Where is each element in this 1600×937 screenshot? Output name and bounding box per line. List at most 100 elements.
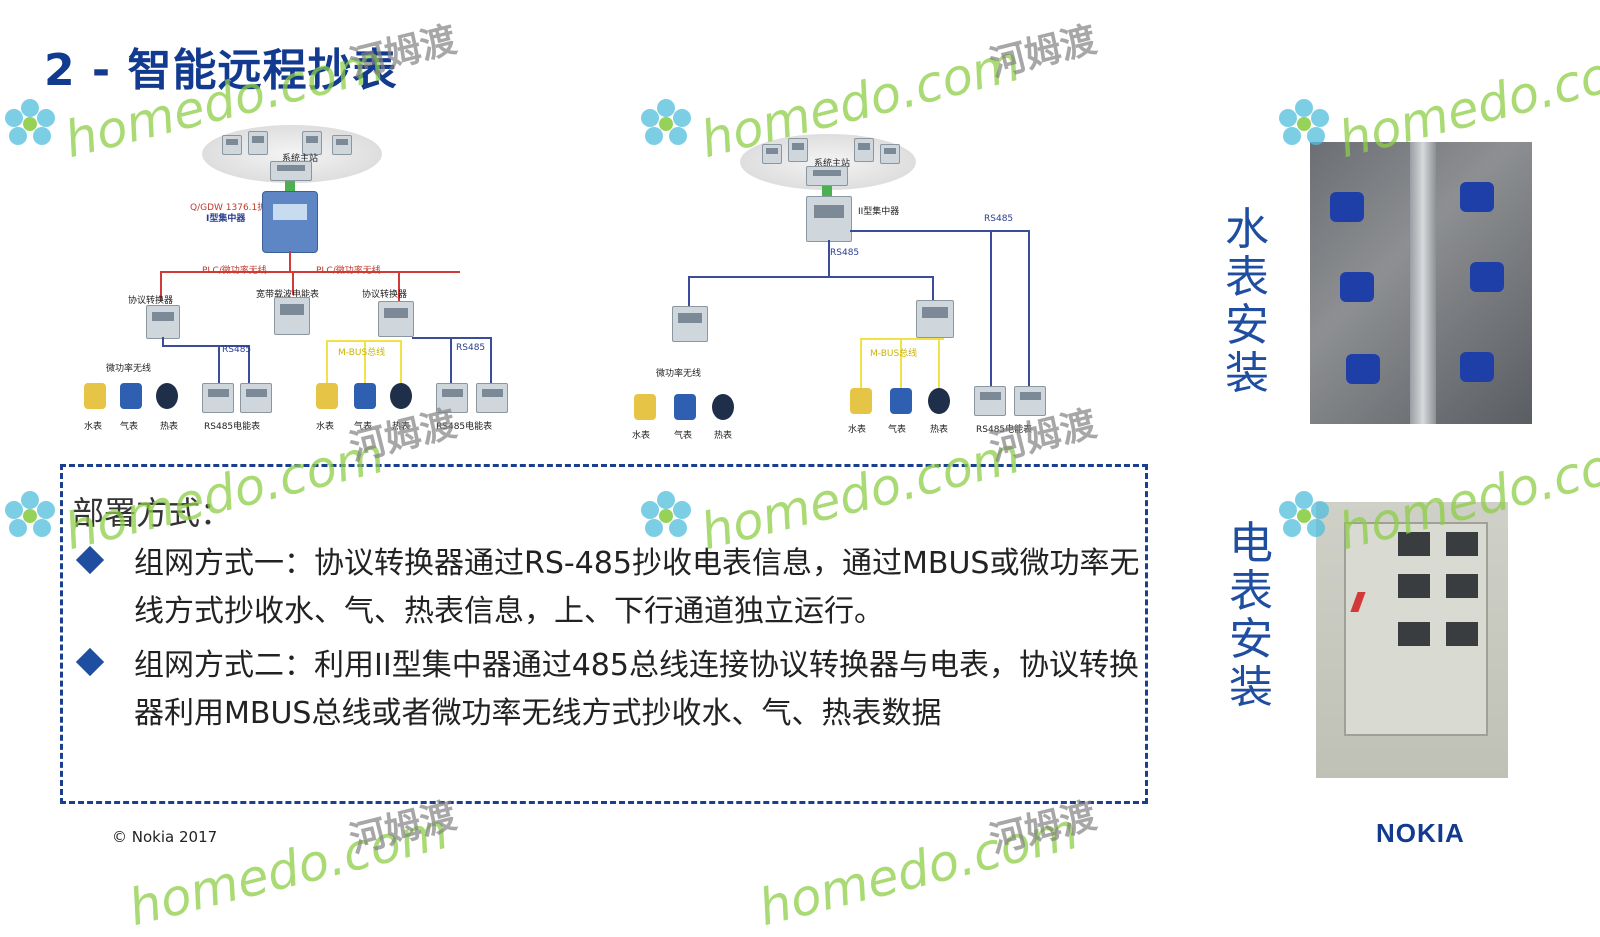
- watermark-text-cn: 河姆渡: [985, 19, 1101, 86]
- meter-label: 气表: [354, 422, 373, 432]
- watermark-flower-icon: [5, 99, 55, 145]
- deployment-option-1-text: 组网方式一：协议转换器通过RS-485抄收电表信息，通过MBUS或微功率无线方式…: [134, 546, 1140, 629]
- gas-meter-icon: [120, 383, 142, 409]
- meter-label: 水表: [632, 431, 651, 441]
- bus-line: [162, 337, 164, 347]
- concentrator-name-label: II型集中器: [858, 207, 900, 217]
- meter-label: 水表: [848, 425, 867, 435]
- mbus-line: [860, 338, 944, 340]
- master-station-label: 系统主站: [282, 154, 319, 164]
- heat-meter-icon: [390, 383, 412, 409]
- master-station-label: 系统主站: [814, 159, 851, 169]
- server-icon: [788, 138, 808, 162]
- heat-meter-icon: [712, 394, 734, 420]
- concentrator-name-label: I型集中器: [206, 214, 246, 224]
- bus-line: [412, 337, 492, 339]
- deployment-option-2-text: 组网方式二：利用II型集中器通过485总线连接协议转换器与电表，协议转换器利用M…: [134, 648, 1139, 731]
- protocol-converter-icon: [672, 306, 708, 342]
- water-meter-install-photo: [1310, 142, 1532, 424]
- deployment-option-2: 组网方式二：利用II型集中器通过485总线连接协议转换器与电表，协议转换器利用M…: [75, 642, 1140, 742]
- protocol-converter-icon: [146, 305, 180, 339]
- bus-line: [688, 276, 934, 278]
- type1-concentrator-icon: [262, 191, 318, 253]
- rs485-meter-icon: [1014, 386, 1046, 416]
- bus-line: [688, 276, 690, 308]
- broadband-meter-label: 宽带载波电能表: [256, 290, 320, 300]
- watermark-flower-icon: [5, 491, 55, 537]
- protocol-converter-icon: [378, 301, 414, 337]
- diamond-bullet-icon: [75, 545, 105, 575]
- workstation-icon: [270, 161, 312, 181]
- meter-label: 热表: [392, 422, 411, 432]
- watermark-flower-icon: [641, 491, 691, 537]
- deployment-heading: 部署方式：: [72, 494, 233, 532]
- water-meter-icon: [634, 394, 656, 420]
- gas-meter-icon: [890, 388, 912, 414]
- mbus-label: M-BUS总线: [870, 349, 918, 359]
- watermark-flower-icon: [641, 99, 691, 145]
- meter-label: 热表: [714, 431, 733, 441]
- rs485-meter-icon: [240, 383, 272, 413]
- rs485-label-b: RS485: [456, 343, 486, 353]
- bus-line: [450, 337, 452, 383]
- nokia-logo: NOKIA: [1376, 818, 1465, 848]
- protocol-converter-icon: [916, 300, 954, 338]
- mbus-line: [900, 338, 902, 388]
- plc-drop-line: [398, 271, 400, 301]
- uplink-arrow-icon: [822, 186, 832, 198]
- meter-label: 气表: [674, 431, 693, 441]
- water-meter-icon: [316, 383, 338, 409]
- bus-line: [1028, 230, 1030, 390]
- water-meter-install-label: 水表安装: [1225, 204, 1269, 399]
- gas-meter-icon: [354, 383, 376, 409]
- bus-line: [850, 230, 1030, 232]
- plc-label-left: PLC/微功率无线: [202, 266, 267, 276]
- bus-line: [248, 345, 250, 383]
- server-icon: [248, 131, 268, 155]
- water-meter-icon: [850, 388, 872, 414]
- meter-label: RS485电能表: [204, 422, 261, 432]
- rs485-meter-icon: [436, 383, 468, 413]
- bus-line: [490, 337, 492, 383]
- rs485-meter-icon: [476, 383, 508, 413]
- rs485-label-a: RS485: [222, 345, 252, 355]
- gas-meter-icon: [674, 394, 696, 420]
- server-icon: [854, 138, 874, 162]
- meter-label: 水表: [84, 422, 103, 432]
- server-icon: [332, 135, 352, 155]
- mbus-line: [400, 340, 402, 384]
- server-icon: [762, 144, 782, 164]
- bus-line: [218, 345, 220, 383]
- bus-line: [828, 240, 830, 278]
- plc-drop-line: [160, 271, 162, 301]
- server-icon: [222, 135, 242, 155]
- watermark-text: homedo.com: [122, 801, 455, 937]
- micro-wireless-label: 微功率无线: [106, 364, 152, 374]
- rs485-label-mid: RS485: [830, 248, 860, 258]
- plc-bus-line: [160, 271, 460, 273]
- plc-drop-line: [292, 271, 294, 295]
- meter-label: RS485电能表: [436, 422, 493, 432]
- watermark-flower-icon: [1279, 99, 1329, 145]
- converter-left-label: 协议转换器: [128, 296, 174, 306]
- heat-meter-icon: [928, 388, 950, 414]
- meter-label: 水表: [316, 422, 335, 432]
- rs485-meter-icon: [202, 383, 234, 413]
- mbus-label: M-BUS总线: [338, 348, 386, 358]
- electric-meter-install-label: 电表安装: [1229, 518, 1273, 713]
- mbus-line: [938, 338, 940, 388]
- meter-label: 气表: [888, 425, 907, 435]
- watermark-text: homedo.com: [752, 801, 1085, 937]
- mbus-line: [364, 340, 366, 384]
- uplink-arrow-icon: [285, 181, 295, 193]
- meter-label: RS485电能表: [976, 425, 1033, 435]
- bus-line: [162, 345, 250, 347]
- meter-label: 热表: [160, 422, 179, 432]
- converter-right-label: 协议转换器: [362, 290, 408, 300]
- server-icon: [302, 131, 322, 155]
- network-diagram-type-1: 系统主站 Q/GDW 1376.1扩展 I型集中器 PLC/微功率无线 PLC/…: [70, 125, 530, 445]
- broadband-meter-icon: [274, 297, 310, 335]
- page-title: 2 - 智能远程抄表: [44, 45, 398, 96]
- watermark-flower-icon: [1279, 491, 1329, 537]
- bus-line: [990, 230, 992, 390]
